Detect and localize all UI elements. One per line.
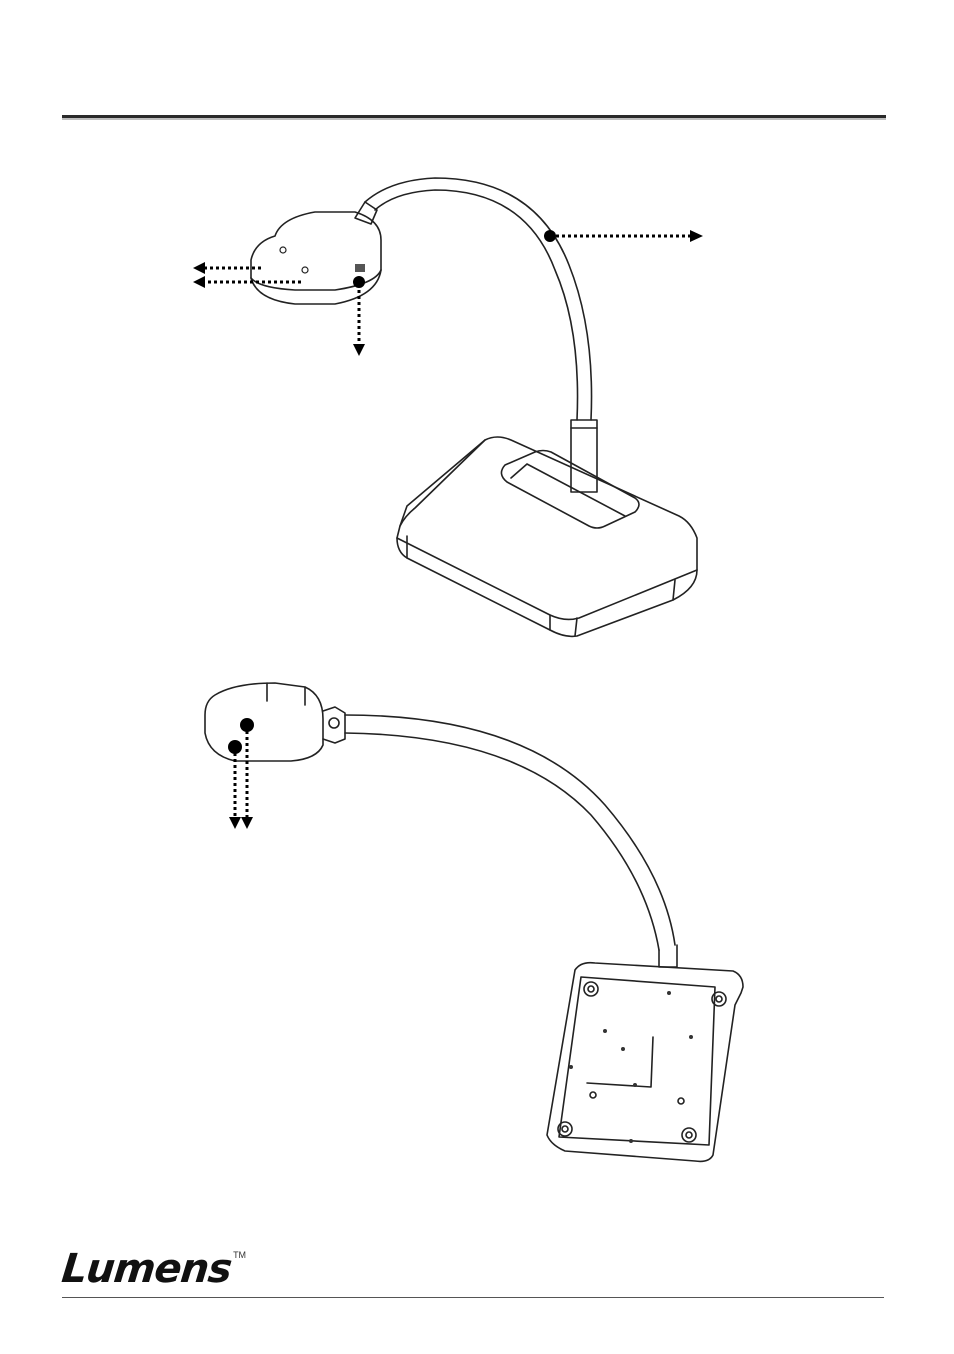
document-camera-underside-illustration (195, 675, 755, 1170)
gooseneck-arm (375, 190, 578, 420)
arrowhead-left-1 (193, 262, 205, 274)
arrowhead-down-1 (229, 817, 241, 829)
lumens-logo: Lumens TM (62, 1246, 246, 1292)
arrowhead-left-2 (193, 276, 205, 288)
gooseneck-arm-underside (345, 715, 675, 945)
callout-dot-side-button (353, 276, 365, 288)
footer-rule (62, 1297, 884, 1298)
trademark-mark: TM (233, 1250, 246, 1260)
arrowhead-down-2 (241, 817, 253, 829)
base-underside (547, 963, 743, 1162)
callout-dot-port-1 (228, 740, 242, 754)
camera-base (397, 437, 697, 636)
document-camera-front-illustration (185, 160, 715, 650)
logo-wordmark: Lumens (60, 1246, 234, 1292)
callout-dot-gooseneck (544, 230, 556, 242)
arrowhead-down (353, 344, 365, 356)
callout-dot-port-2 (240, 718, 254, 732)
arrowhead-right (690, 230, 703, 242)
neck-rigid (571, 420, 597, 492)
header-rule (62, 115, 886, 118)
